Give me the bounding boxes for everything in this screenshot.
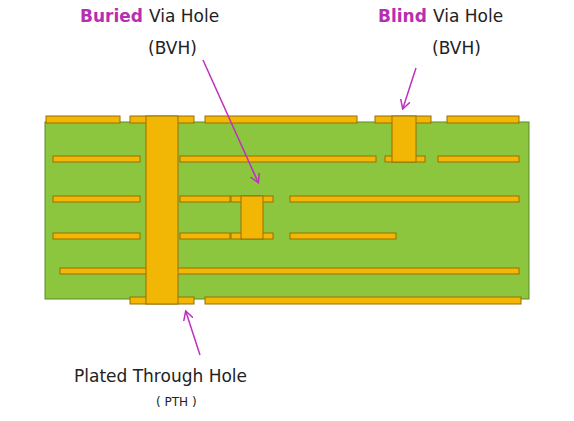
copper-layers [46,116,521,304]
via-type-label: Blind [378,6,427,26]
hole-label: Plated Through Hole [74,366,247,386]
leader-arrows [186,60,416,355]
abbreviation-label: (BVH) [432,38,481,58]
via-type-label: Buried [80,6,143,26]
abbreviation-label: (BVH) [148,38,197,58]
board [45,122,529,299]
via-label: Via Hole [149,6,219,26]
abbreviation-label: ( PTH ) [156,392,197,412]
via-label: Via Hole [433,6,503,26]
